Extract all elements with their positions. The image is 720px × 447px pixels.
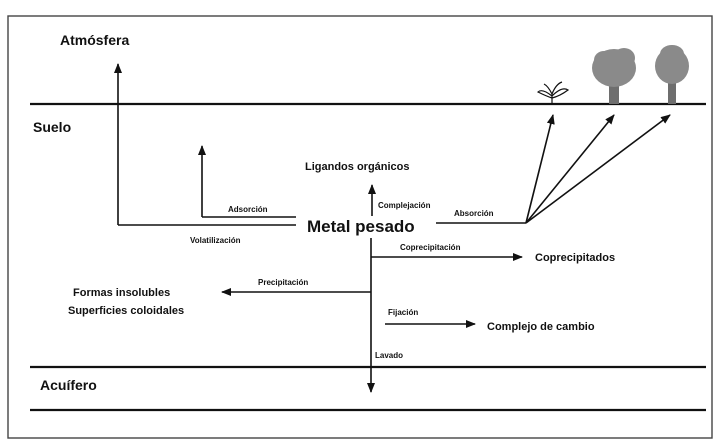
insoluble-forms-label: Formas insolubles (73, 287, 170, 299)
fixation-label: Fijación (388, 308, 418, 317)
absorption-arrow-tree-2 (525, 114, 671, 224)
exchange-complex-label: Complejo de cambio (487, 321, 595, 333)
zone-aquifer: Acuífero (40, 377, 97, 393)
complexation-label: Complejación (378, 201, 431, 210)
volatilization-label: Volatilización (190, 236, 241, 245)
coprecipitates-label: Coprecipitados (535, 252, 615, 264)
diagram-frame (7, 15, 713, 439)
organic-ligands-label: Ligandos orgánicos (305, 161, 410, 173)
absorption-arrow-plant (525, 114, 555, 224)
absorption-label: Absorción (454, 209, 494, 218)
tree-icon (655, 45, 689, 104)
zone-soil: Suelo (33, 119, 71, 135)
leaching-label: Lavado (375, 351, 403, 360)
small-plant-icon (536, 81, 570, 104)
absorption-arrow-tree-1 (525, 114, 615, 224)
tree-icon (592, 48, 636, 104)
precipitation-label: Precipitación (258, 278, 308, 287)
heavy-metal-label: Metal pesado (307, 217, 415, 236)
coprecipitation-label: Coprecipitación (400, 243, 461, 252)
zone-atmosphere: Atmósfera (60, 32, 129, 48)
colloidal-surfaces-label: Superficies coloidales (68, 305, 184, 317)
adsorption-label: Adsorción (228, 205, 268, 214)
